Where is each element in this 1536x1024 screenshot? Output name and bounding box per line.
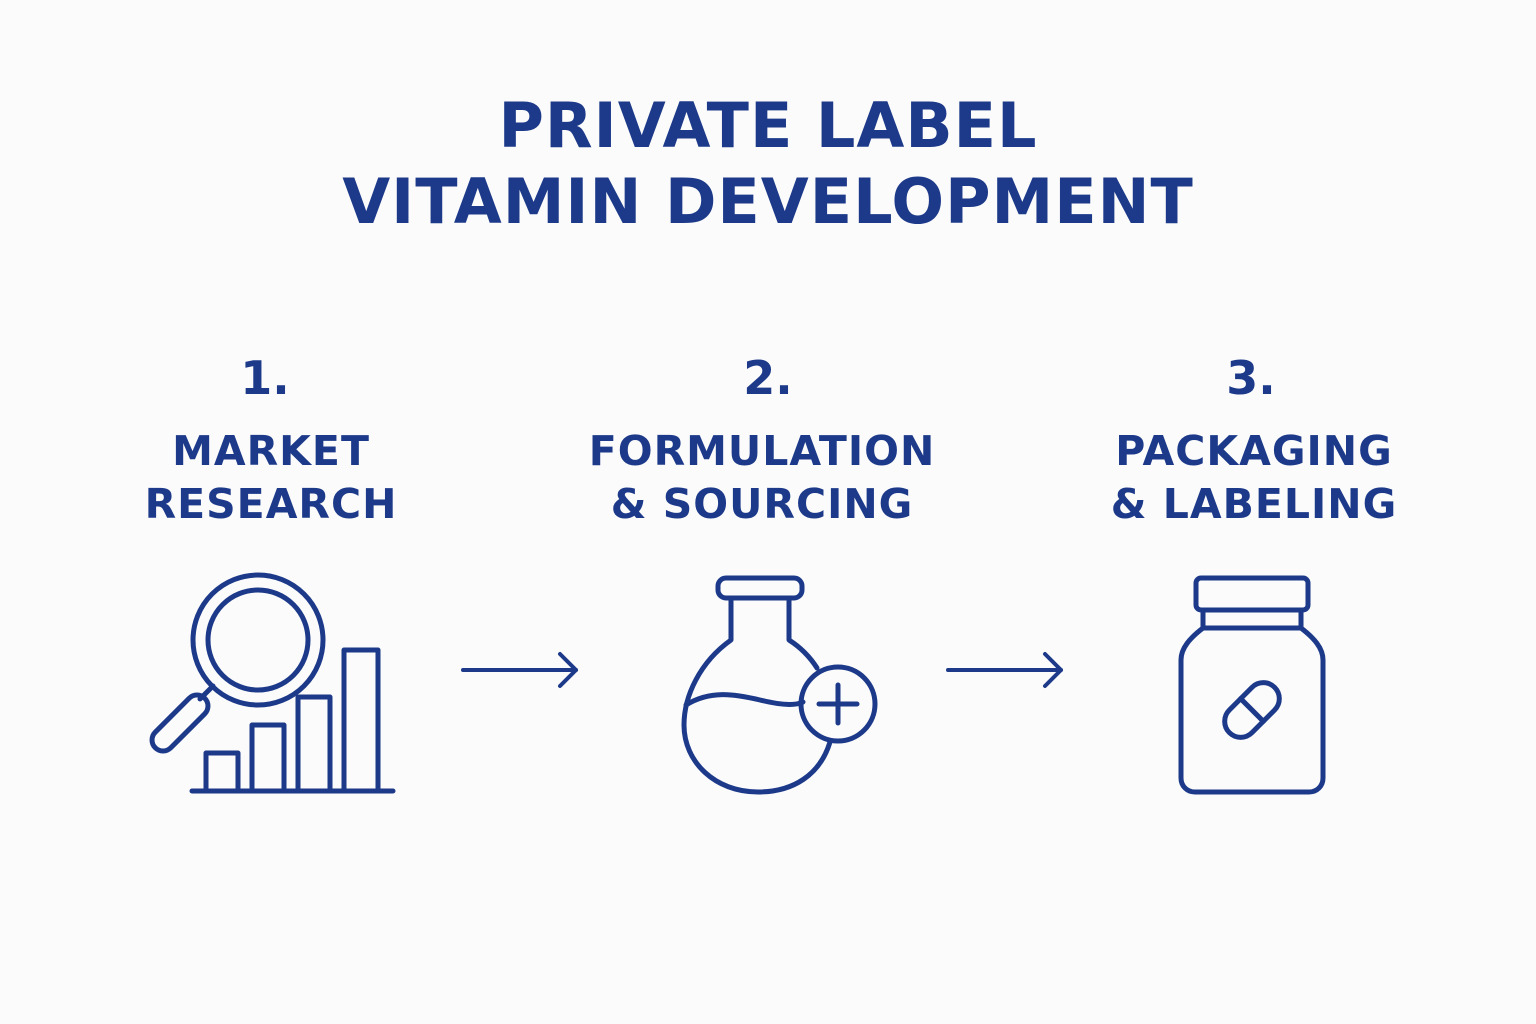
step-number: 2. — [743, 351, 793, 405]
title-line-1: PRIVATE LABEL — [498, 89, 1038, 162]
arrow-right-icon — [946, 652, 1063, 688]
step-label-line-2: & SOURCING — [610, 480, 914, 528]
step-number: 1. — [240, 351, 290, 405]
step-number: 3. — [1226, 351, 1276, 405]
arrow-right-icon — [461, 652, 578, 688]
title-line-2: VITAMIN DEVELOPMENT — [342, 165, 1194, 238]
step-label-line-2: RESEARCH — [144, 480, 398, 528]
step-label-line-1: MARKET — [172, 427, 370, 475]
step-label-line-2: & LABELING — [1110, 480, 1398, 528]
step-label-line-1: FORMULATION — [588, 427, 936, 475]
pill-bottle-icon — [1178, 575, 1326, 795]
magnifier-bar-chart-icon — [149, 572, 396, 794]
flask-plus-icon — [681, 575, 878, 795]
step-label-line-1: PACKAGING — [1115, 427, 1393, 475]
